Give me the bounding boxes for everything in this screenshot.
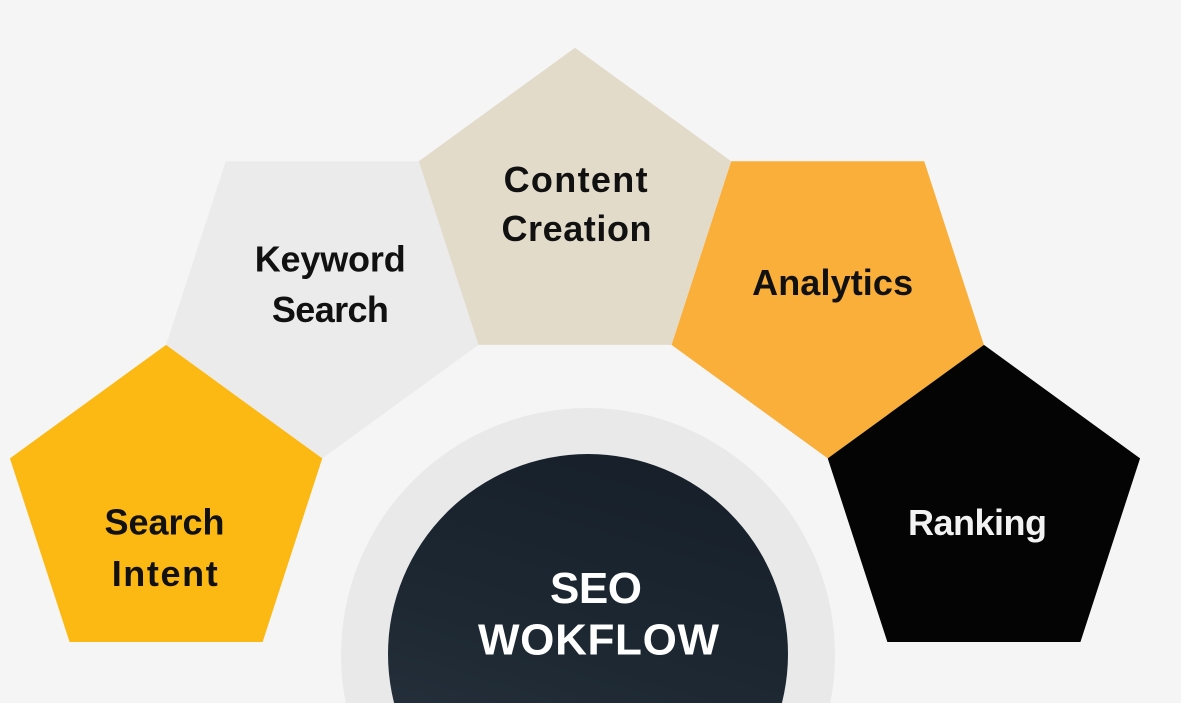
svg-text:Content: Content: [504, 159, 648, 200]
svg-text:Creation: Creation: [502, 208, 652, 249]
svg-text:Intent: Intent: [112, 553, 218, 594]
svg-text:WOKFLOW: WOKFLOW: [478, 615, 719, 664]
svg-text:Search: Search: [105, 502, 225, 543]
svg-text:SEO: SEO: [550, 564, 642, 613]
svg-text:Search: Search: [272, 289, 389, 330]
svg-text:Analytics: Analytics: [752, 262, 913, 303]
svg-text:Ranking: Ranking: [908, 502, 1047, 543]
svg-text:Keyword: Keyword: [255, 239, 406, 280]
